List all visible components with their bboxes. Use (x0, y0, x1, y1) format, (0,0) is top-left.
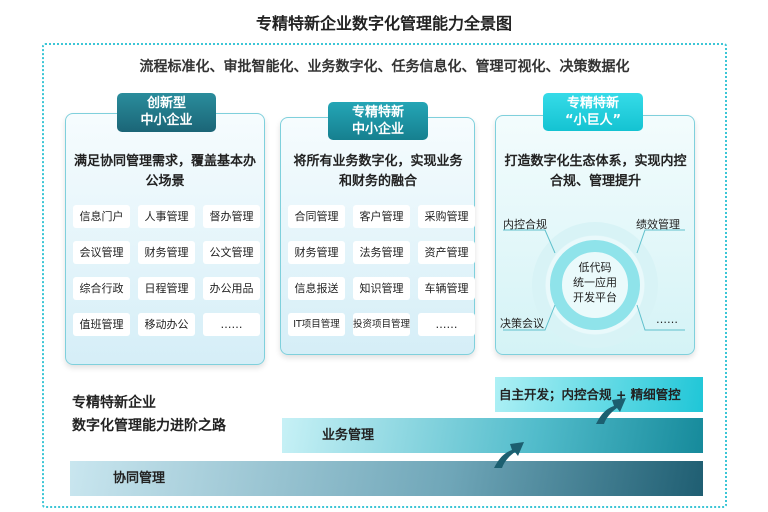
tab-line: “小巨人” (564, 113, 622, 128)
arrow-up-icon (596, 398, 626, 424)
label-decision-meeting: 决策会议 (500, 317, 544, 330)
module-cell: 人事管理 (138, 205, 195, 228)
module-cell: 信息门户 (73, 205, 130, 228)
module-cell: 合同管理 (288, 205, 345, 228)
label-more: …… (656, 313, 678, 326)
module-cell: 日程管理 (138, 277, 195, 300)
card-1-desc: 满足协同管理需求，覆盖基本办公场景 (73, 154, 256, 189)
module-cell: 采购管理 (418, 205, 475, 228)
connector-lines (503, 229, 685, 331)
path-line: 数字化管理能力进阶之路 (72, 418, 226, 434)
module-cell: 投资项目管理 (353, 313, 410, 336)
page-title: 专精特新企业数字化管理能力全景图 (255, 14, 512, 33)
module-cell: 会议管理 (73, 241, 130, 264)
stage-autonomous: 自主开发；内控合规 + 精细管控 (495, 377, 703, 412)
module-cell: 移动办公 (138, 313, 195, 336)
card-2-tab: 专精特新中小企业 (328, 102, 428, 140)
subtitle: 流程标准化、审批智能化、业务数字化、任务信息化、管理可视化、决策数据化 (139, 59, 630, 75)
label-performance: 绩效管理 (636, 218, 680, 231)
label-internal-control: 内控合规 (503, 218, 547, 231)
tab-line: 中小企业 (351, 122, 404, 137)
tab-line: 专精特新 (351, 105, 404, 120)
card-3-desc: 打造数字化生态体系，实现内控合规、管理提升 (504, 154, 687, 189)
center-text: 低代码 (578, 261, 612, 274)
module-cell: 信息报送 (288, 277, 345, 300)
module-cell: 督办管理 (203, 205, 260, 228)
stage-business: 业务管理 (282, 418, 703, 453)
diagram-frame (42, 43, 727, 508)
stage-collaboration: 协同管理 (70, 461, 703, 496)
card-3-tab: 专精特新 “小巨人” (543, 93, 643, 131)
module-cell: 资产管理 (418, 241, 475, 264)
module-cell: 值班管理 (73, 313, 130, 336)
module-cell: 办公用品 (203, 277, 260, 300)
card-2-desc: 将所有业务数字化，实现业务和财务的融合 (293, 154, 463, 189)
arrow-up-icon (494, 442, 524, 468)
tab-line: 创新型 (146, 96, 186, 111)
module-cell: …… (203, 313, 260, 336)
module-cell: 车辆管理 (418, 277, 475, 300)
module-cell: 公文管理 (203, 241, 260, 264)
center-text: 统一应用 (573, 276, 617, 289)
tab-line: 专精特新 (566, 96, 619, 111)
card-1-tab: 创新型中小企业 (117, 93, 216, 132)
path-title: 专精特新企业 数字化管理能力进阶之路 (72, 392, 226, 438)
module-cell: 财务管理 (138, 241, 195, 264)
module-cell: IT项目管理 (288, 313, 345, 336)
module-cell: 综合行政 (73, 277, 130, 300)
module-cell: 客户管理 (353, 205, 410, 228)
center-text: 开发平台 (573, 291, 617, 304)
module-cell: 知识管理 (353, 277, 410, 300)
module-cell: …… (418, 313, 475, 336)
path-line: 专精特新企业 (72, 395, 156, 411)
tab-line: 中小企业 (140, 113, 193, 128)
module-cell: 法务管理 (353, 241, 410, 264)
module-cell: 财务管理 (288, 241, 345, 264)
